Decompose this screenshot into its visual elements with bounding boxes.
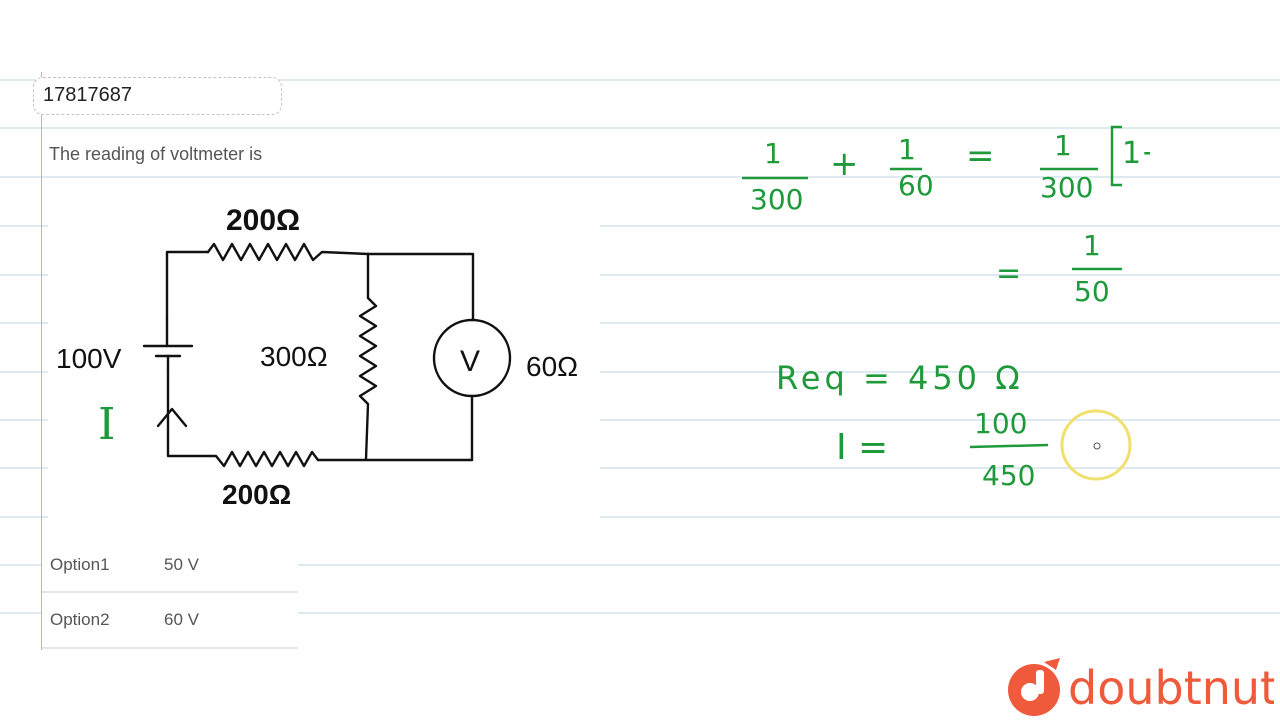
fraction4-numerator: 1 (1083, 229, 1101, 262)
doubtnut-logo-icon (1008, 658, 1060, 716)
option-value: 60 V (164, 610, 199, 629)
wire-top-right (366, 252, 475, 321)
equals-sign-2: = (996, 256, 1021, 291)
middle-resistor-zigzag (358, 296, 378, 461)
option-label: Option2 (50, 610, 110, 629)
battery-voltage-label: 100V (56, 343, 122, 374)
bracket-left (1110, 125, 1122, 187)
current-label: I (98, 399, 115, 450)
question-text: The reading of voltmeter is (42, 137, 326, 171)
req-line: Req = 450 Ω (776, 359, 1024, 397)
options-list: Option1 50 V Option2 60 V (42, 538, 298, 649)
circuit-diagram: 200Ω 300Ω V 60Ω 100V 200Ω I (48, 194, 600, 518)
fraction3-numerator: 1 (1054, 129, 1072, 162)
handwritten-working: 1 300 + 1 60 = 1 300 1+5 = 1 50 Req = 45… (742, 125, 1150, 492)
question-id: 17817687 (43, 84, 132, 106)
question-id-box (33, 77, 282, 115)
current-equation-lhs: I = (836, 427, 888, 468)
fraction5-numerator: 100 (974, 407, 1027, 440)
option-row[interactable]: Option2 60 V (42, 593, 298, 649)
fraction1-denominator: 300 (750, 183, 803, 216)
pointer-dot (1093, 442, 1101, 450)
top-resistor-label: 200Ω (226, 204, 300, 237)
logo-wordmark: doubtnut (1068, 661, 1274, 715)
wire-left-bottom (166, 367, 212, 458)
fraction3-denominator: 300 (1040, 171, 1093, 204)
fraction4-denominator: 50 (1074, 275, 1110, 308)
option-value: 50 V (164, 554, 199, 574)
bracket-content: 1+5 (1122, 136, 1150, 171)
wire-left-top (165, 250, 210, 321)
fraction2-denominator: 60 (898, 169, 934, 202)
equals-sign: = (966, 136, 995, 176)
fraction1-numerator: 1 (764, 137, 782, 170)
option-row[interactable]: Option1 50 V (42, 538, 298, 593)
current-arrow (156, 407, 188, 428)
margin-line (41, 72, 42, 650)
voltmeter-symbol: V (460, 345, 480, 378)
fraction5-denominator: 450 (982, 459, 1035, 492)
top-resistor-zigzag (206, 242, 370, 262)
middle-resistor-label: 300Ω (260, 341, 328, 372)
plus-sign: + (830, 144, 859, 184)
voltmeter-resistance-label: 60Ω (526, 351, 578, 382)
bottom-resistor-zigzag (208, 450, 320, 468)
bottom-resistor-label: 200Ω (222, 479, 291, 510)
option-label: Option1 (50, 554, 110, 574)
doubtnut-logo: doubtnut (1008, 658, 1274, 716)
fraction2-numerator: 1 (898, 133, 916, 166)
pointer-highlight (1060, 409, 1132, 481)
